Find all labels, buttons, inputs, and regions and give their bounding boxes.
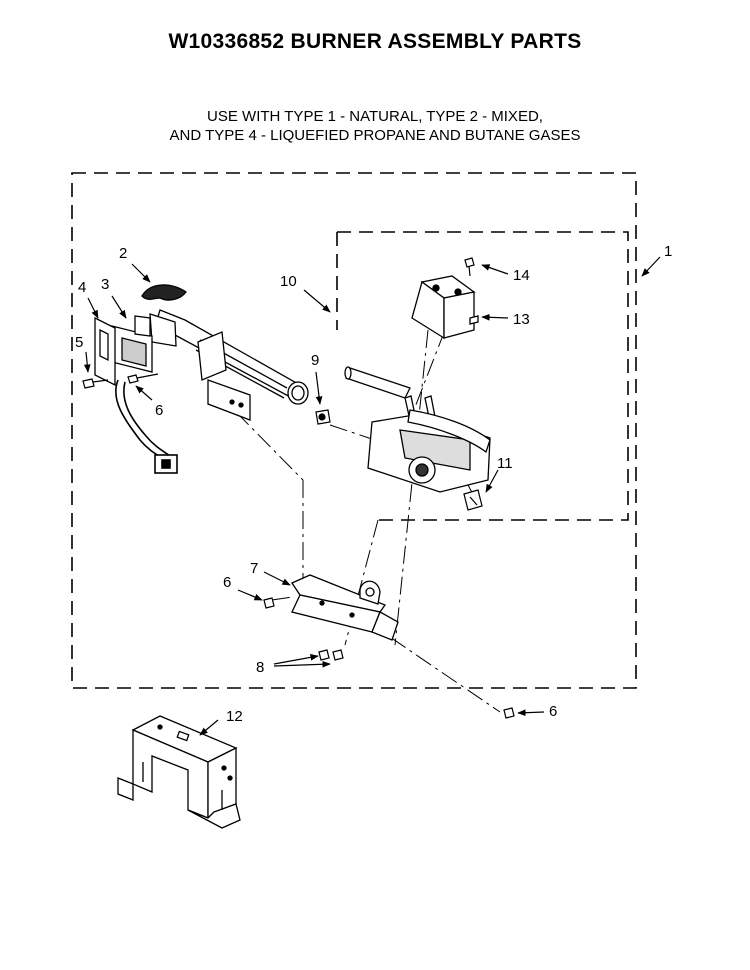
mounting-screws: [263, 597, 515, 719]
valve-connector: [463, 489, 483, 511]
callout-1: 1: [664, 243, 672, 260]
callout-8: 8: [256, 659, 264, 676]
callout-6a: 6: [155, 402, 163, 419]
igniter-screws: [82, 373, 159, 389]
valve-assembly-boundary: [337, 231, 629, 521]
callout-3: 3: [101, 276, 109, 293]
callout-numbers: 1 2 3 4 5 6 6 6 7 8 9 10 11 12 13 14: [75, 243, 672, 725]
callout-2: 2: [119, 245, 127, 262]
igniter-wire-harness: [115, 379, 178, 474]
callout-6b: 6: [223, 574, 231, 591]
callout-leaders: [83, 256, 661, 736]
burner-tube: [141, 284, 309, 405]
gas-valve: [344, 366, 491, 493]
callout-14: 14: [513, 267, 530, 284]
callout-6c: 6: [549, 703, 557, 720]
orifice: [315, 409, 331, 425]
burner-bracket: [197, 331, 251, 421]
gas-type-note-line-2: AND TYPE 4 - LIQUEFIED PROPANE AND BUTAN…: [169, 127, 581, 144]
igniter: [111, 315, 153, 373]
valve-coil: [411, 275, 479, 340]
burner-mounting-bracket: [117, 715, 241, 829]
gas-type-note: USE WITH TYPE 1 - NATURAL, TYPE 2 - MIXE…: [0, 107, 750, 145]
igniter-bracket: [94, 316, 116, 387]
callout-11: 11: [497, 455, 513, 472]
assembly-boundary-outer: [71, 172, 637, 689]
callout-13: 13: [513, 311, 530, 328]
callout-10: 10: [280, 273, 297, 290]
gas-type-note-line-1: USE WITH TYPE 1 - NATURAL, TYPE 2 - MIXE…: [207, 108, 543, 125]
callout-4: 4: [78, 279, 86, 296]
coil-screw: [464, 257, 475, 277]
page-title: W10336852 BURNER ASSEMBLY PARTS: [168, 30, 582, 53]
callout-12: 12: [226, 708, 243, 725]
callout-9: 9: [311, 352, 319, 369]
valve-bracket: [291, 574, 399, 641]
callout-5: 5: [75, 334, 83, 351]
callout-7: 7: [250, 560, 258, 577]
